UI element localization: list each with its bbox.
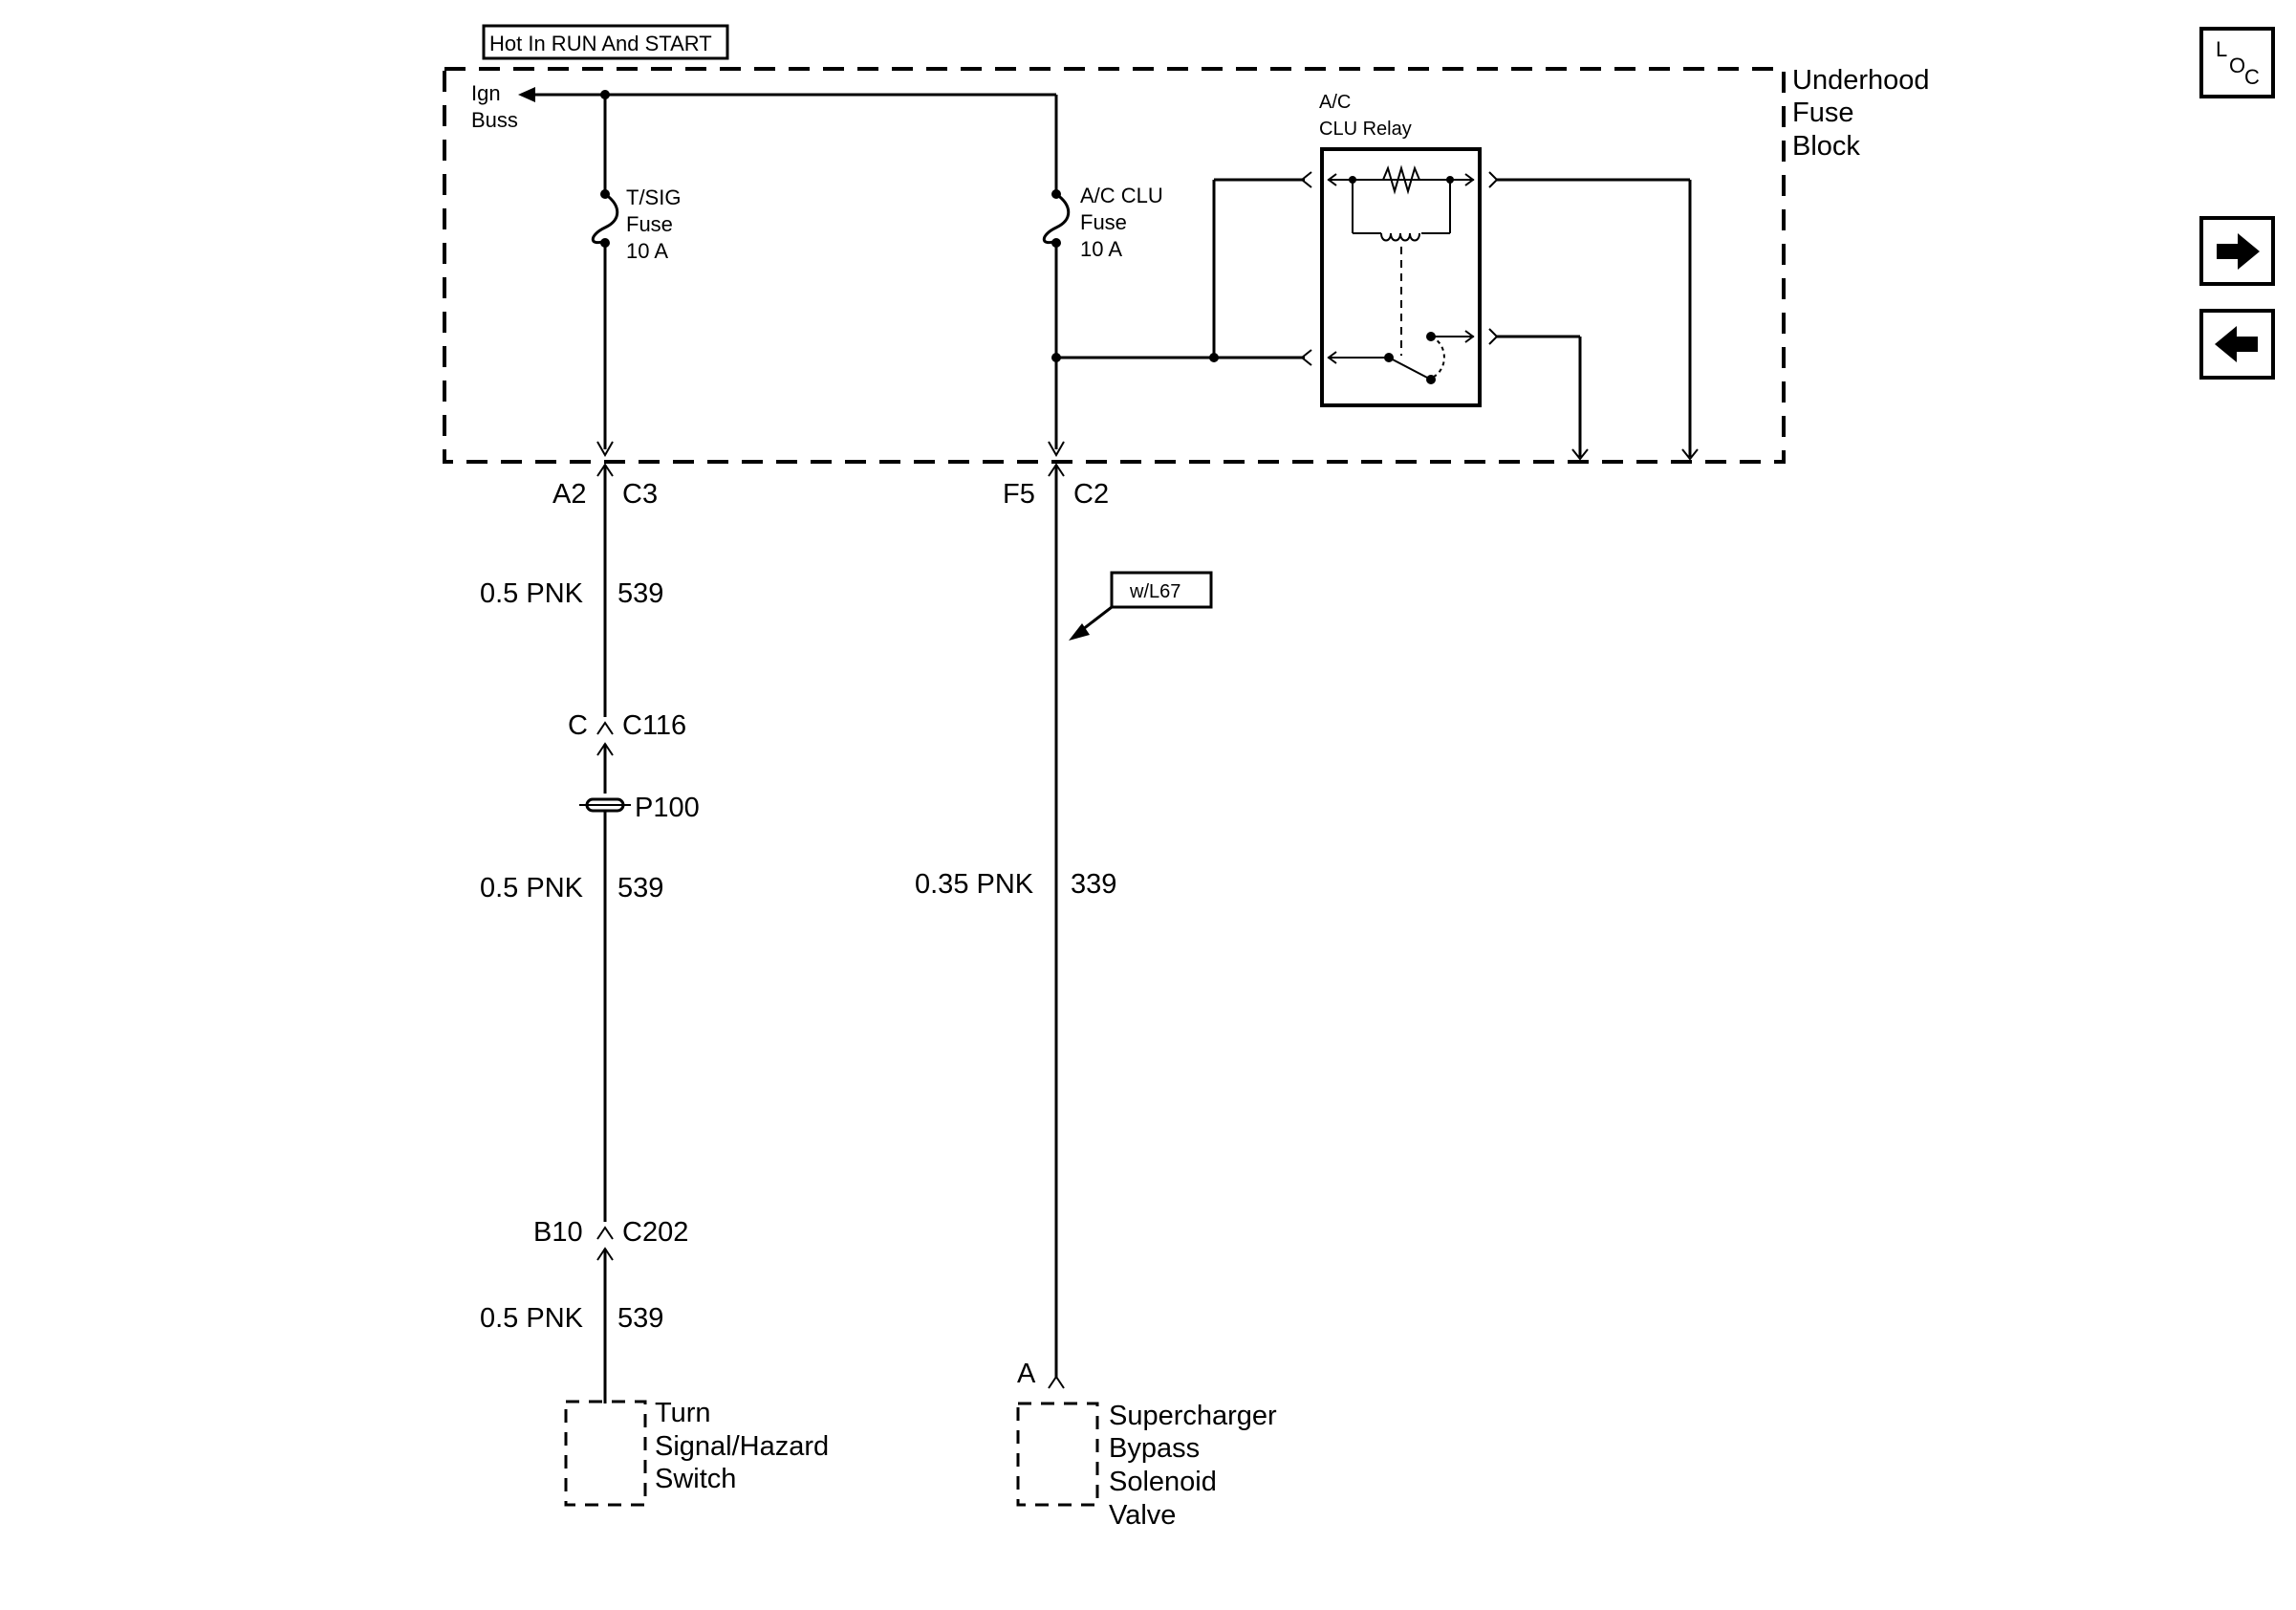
ignition-bus — [518, 87, 1058, 191]
valve-label-4: Valve — [1109, 1500, 1176, 1531]
left-conn-top-pin: A2 — [552, 479, 586, 510]
fuse-block-label-3: Block — [1792, 131, 1860, 162]
locator-letter-o: O — [2229, 54, 2245, 77]
left-wire2-gauge: 0.5 PNK — [480, 873, 584, 903]
option-label: w/L67 — [1129, 581, 1180, 602]
tsig-fuse-label-3: 10 A — [626, 239, 668, 263]
ign-buss-label-1: Ign — [471, 81, 501, 105]
left-conn-mid-pin: C — [568, 710, 588, 741]
right-wire-circuit: 339 — [1071, 869, 1116, 900]
splice-label: P100 — [635, 793, 700, 823]
locator-letter-l: L — [2216, 37, 2227, 61]
left-conn-top-id: C3 — [622, 479, 658, 510]
left-wire3-circuit: 539 — [617, 1303, 663, 1334]
locator-letter-c: C — [2244, 65, 2260, 89]
locator-button[interactable]: L O C — [2199, 27, 2275, 98]
ac-clu-fuse-symbol — [1042, 189, 1071, 458]
turn-switch-label-3: Switch — [655, 1464, 736, 1494]
left-wire1-circuit: 539 — [617, 578, 663, 609]
ac-fuse-label-2: Fuse — [1080, 210, 1127, 234]
hot-label-text: Hot In RUN And START — [489, 32, 712, 55]
relay-output-wires — [1488, 171, 1699, 461]
ac-fuse-label-3: 10 A — [1080, 237, 1122, 261]
power-source-label: Hot In RUN And START — [482, 24, 729, 60]
tsig-fuse-label-1: T/SIG — [626, 185, 681, 209]
left-circuit-wire — [579, 463, 631, 1403]
relay-label-2: CLU Relay — [1319, 119, 1412, 140]
left-conn-low-pin: B10 — [533, 1217, 583, 1248]
tsig-fuse-label-2: Fuse — [626, 212, 673, 236]
right-conn-top-id: C2 — [1073, 479, 1109, 510]
ign-buss-label-2: Buss — [471, 108, 518, 132]
left-wire3-gauge: 0.5 PNK — [480, 1303, 584, 1334]
relay-feed-wires — [1056, 171, 1312, 366]
valve-label-1: Supercharger — [1109, 1401, 1277, 1431]
tsig-fuse-symbol — [591, 95, 619, 458]
valve-label-2: Bypass — [1109, 1433, 1200, 1464]
next-page-button[interactable] — [2199, 216, 2275, 286]
right-wire-gauge: 0.35 PNK — [915, 869, 1034, 900]
fuse-block-outline — [443, 67, 1786, 464]
supercharger-valve-box — [1016, 1402, 1099, 1507]
right-conn-top-pin: F5 — [1003, 479, 1035, 510]
right-circuit-wire — [1048, 463, 1065, 1389]
left-wire2-circuit: 539 — [617, 873, 663, 903]
arrow-right-icon — [2217, 233, 2260, 270]
relay-label-1: A/C — [1319, 92, 1351, 113]
valve-label-3: Solenoid — [1109, 1467, 1217, 1497]
turn-switch-label-2: Signal/Hazard — [655, 1431, 829, 1462]
previous-page-button[interactable] — [2199, 309, 2275, 380]
arrow-left-icon — [2215, 326, 2258, 362]
fuse-block-label-2: Fuse — [1792, 98, 1853, 128]
turn-signal-switch-box — [564, 1400, 647, 1507]
left-conn-low-id: C202 — [622, 1217, 688, 1248]
turn-switch-label-1: Turn — [655, 1398, 711, 1428]
right-comp-pin: A — [1017, 1359, 1036, 1389]
option-callout — [1069, 571, 1213, 641]
fuse-block-label-1: Underhood — [1792, 65, 1930, 96]
ac-clu-relay — [1320, 147, 1482, 407]
left-conn-mid-id: C116 — [622, 710, 686, 741]
left-wire1-gauge: 0.5 PNK — [480, 578, 584, 609]
ac-fuse-label-1: A/C CLU — [1080, 184, 1163, 207]
